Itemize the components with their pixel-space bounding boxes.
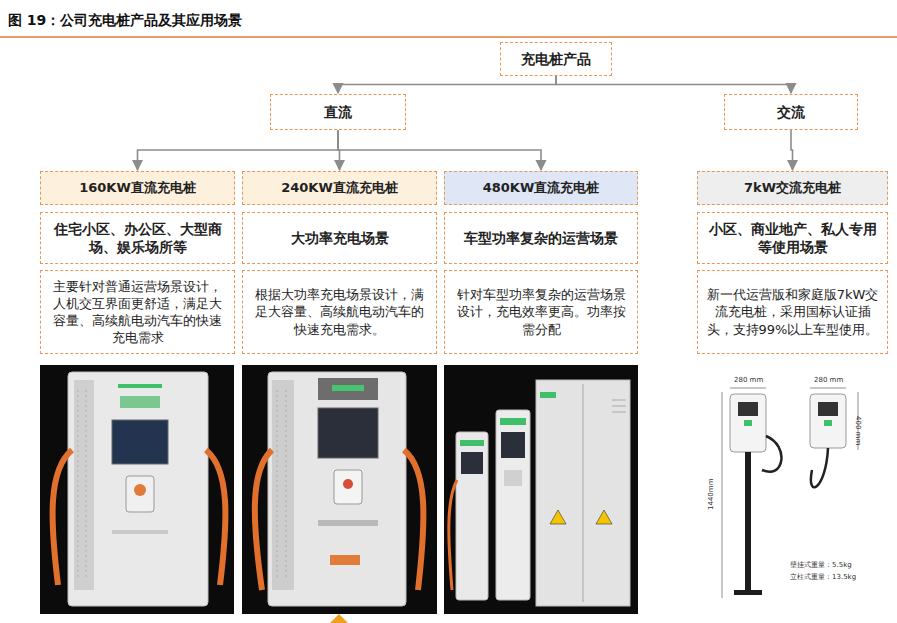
category-box: 交流 xyxy=(724,94,858,130)
tree-connector xyxy=(338,130,541,170)
scenario-box: 车型功率复杂的运营场景 xyxy=(444,212,638,264)
box-text: 交流 xyxy=(777,103,805,121)
scenario-box: 住宅小区、办公区、大型商场、娱乐场所等 xyxy=(40,212,235,264)
root-box: 充电桩产品 xyxy=(500,42,612,76)
scenario-box: 小区、商业地产、私人专用等使用场景 xyxy=(697,212,888,264)
tree-connector xyxy=(791,130,793,170)
dimension-label: 280 mm xyxy=(814,377,843,385)
dimension-label: 280 mm xyxy=(734,377,763,385)
box-text: 充电桩产品 xyxy=(521,50,591,68)
box-text: 车型功率复杂的运营场景 xyxy=(464,229,618,247)
box-text: 住宅小区、办公区、大型商场、娱乐场所等 xyxy=(47,220,228,257)
weight-note: 立柱式重量：13.5kg xyxy=(790,574,856,582)
box-text: 480KW直流充电桩 xyxy=(483,179,600,196)
box-text: 小区、商业地产、私人专用等使用场景 xyxy=(704,220,881,257)
product-header: 480KW直流充电桩 xyxy=(444,171,638,205)
product-header: 160KW直流充电桩 xyxy=(40,171,235,205)
dimension-label: 400 mm xyxy=(853,416,861,445)
description-box: 根据大功率充电场景设计，满足大容量、高续航电动汽车的快速充电需求。 xyxy=(242,270,437,354)
box-text: 新一代运营版和家庭版7kW交流充电桩，采用国标认证插头，支持99%以上车型使用。 xyxy=(704,286,881,337)
box-text: 160KW直流充电桩 xyxy=(79,179,196,196)
charger-photo xyxy=(40,365,234,614)
description-box: 针对车型功率复杂的运营场景设计，充电效率更高。功率按需分配 xyxy=(444,270,638,354)
tree-connector xyxy=(556,76,791,93)
weight-note: 壁挂式重量：5.5kg xyxy=(790,562,852,570)
dimension-label: 1440mm xyxy=(708,479,716,510)
tree-connector xyxy=(138,130,339,170)
box-text: 根据大功率充电场景设计，满足大容量、高续航电动汽车的快速充电需求。 xyxy=(249,286,430,337)
ac-charger-drawing xyxy=(722,388,858,598)
charger-photo xyxy=(444,365,638,614)
tree-connector xyxy=(338,76,556,93)
category-box: 直流 xyxy=(270,94,406,130)
scenario-box: 大功率充电场景 xyxy=(242,212,437,264)
title-rule xyxy=(0,36,897,38)
box-text: 240KW直流充电桩 xyxy=(281,179,398,196)
box-text: 直流 xyxy=(324,103,352,121)
description-box: 新一代运营版和家庭版7kW交流充电桩，采用国标认证插头，支持99%以上车型使用。 xyxy=(697,270,888,354)
product-header: 240KW直流充电桩 xyxy=(242,171,437,205)
product-header: 7kW交流充电桩 xyxy=(697,171,888,205)
marker-triangle xyxy=(330,614,348,623)
box-text: 7kW交流充电桩 xyxy=(744,179,841,196)
box-text: 针对车型功率复杂的运营场景设计，充电效率更高。功率按需分配 xyxy=(451,286,631,337)
box-text: 主要针对普通运营场景设计，人机交互界面更舒适，满足大容量、高续航电动汽车的快速充… xyxy=(47,278,228,347)
figure-title: 图 19：公司充电桩产品及其应用场景 xyxy=(8,12,242,30)
box-text: 大功率充电场景 xyxy=(291,229,389,247)
charger-photo xyxy=(242,365,437,614)
description-box: 主要针对普通运营场景设计，人机交互界面更舒适，满足大容量、高续航电动汽车的快速充… xyxy=(40,270,235,354)
